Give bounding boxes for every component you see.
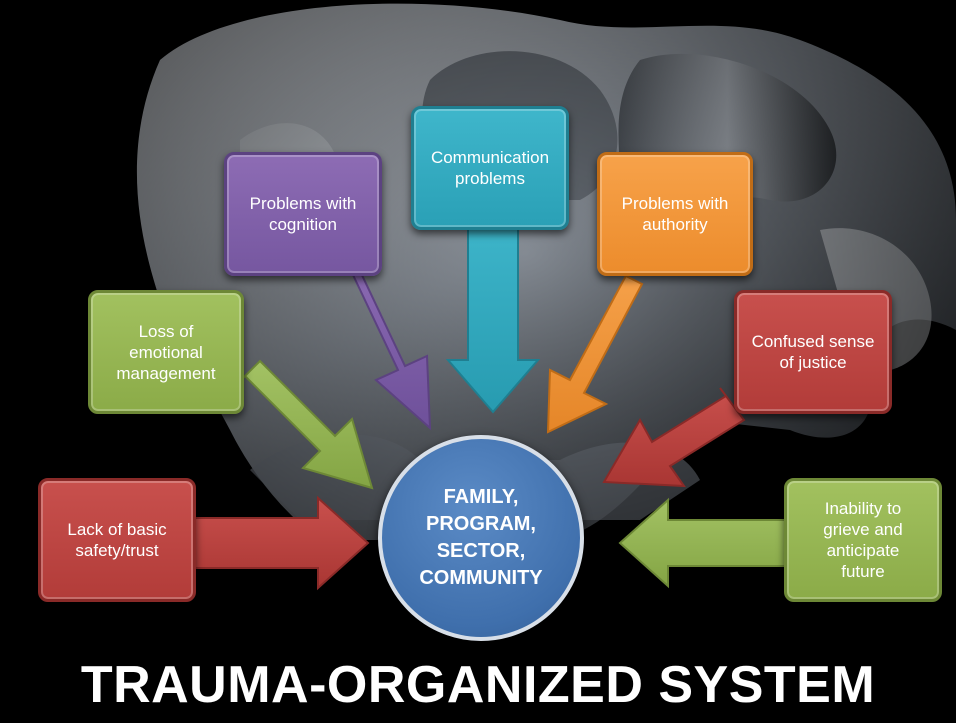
factor-text: Problems with xyxy=(621,194,729,213)
center-text: PROGRAM, xyxy=(425,513,536,535)
factor-text: Problems with xyxy=(249,194,357,213)
factor-text: cognition xyxy=(268,215,338,234)
factor-box-cognition: Problems with cognition xyxy=(224,152,382,276)
arrow-emotional xyxy=(225,359,374,490)
arrow-communication xyxy=(445,227,541,414)
factor-text: Inability to xyxy=(824,499,902,518)
center-circle: FAMILY, PROGRAM, SECTOR, COMMUNITY xyxy=(378,435,584,641)
factor-text: authority xyxy=(642,215,708,234)
factor-text: emotional xyxy=(129,342,203,362)
arrow-authority xyxy=(546,267,644,434)
arrow-justice xyxy=(602,387,746,488)
factor-text: Loss of xyxy=(138,321,194,341)
center-text: FAMILY, xyxy=(443,486,519,508)
factor-box-communication: Communication problems xyxy=(411,106,569,230)
factor-text: Lack of basic xyxy=(67,520,167,539)
slide-title: TRAUMA-ORGANIZED SYSTEM xyxy=(80,656,876,714)
factor-text: safety/trust xyxy=(75,541,159,560)
arrow-safety xyxy=(189,495,370,591)
center-text: COMMUNITY xyxy=(419,567,543,589)
factor-text: future xyxy=(841,562,885,581)
factor-box-safety: Lack of basic safety/trust xyxy=(38,478,196,602)
factor-text: problems xyxy=(455,169,525,188)
center-text: SECTOR, xyxy=(436,540,526,562)
factor-box-grieve: Inability to grieve and anticipate futur… xyxy=(784,478,942,602)
factor-text: grieve and xyxy=(823,520,903,539)
factor-box-justice: Confused sense of justice xyxy=(734,290,892,414)
arrow-grieve xyxy=(618,497,791,589)
factor-text: Communication xyxy=(430,148,550,167)
factor-text: Confused sense xyxy=(751,332,875,351)
factor-box-emotional: Loss of emotional management xyxy=(88,290,244,414)
factor-box-authority: Problems with authority xyxy=(597,152,753,276)
factor-text: of justice xyxy=(779,353,847,372)
factor-text: management xyxy=(116,363,216,383)
arrow-cognition xyxy=(317,252,432,431)
factor-text: anticipate xyxy=(826,541,900,560)
